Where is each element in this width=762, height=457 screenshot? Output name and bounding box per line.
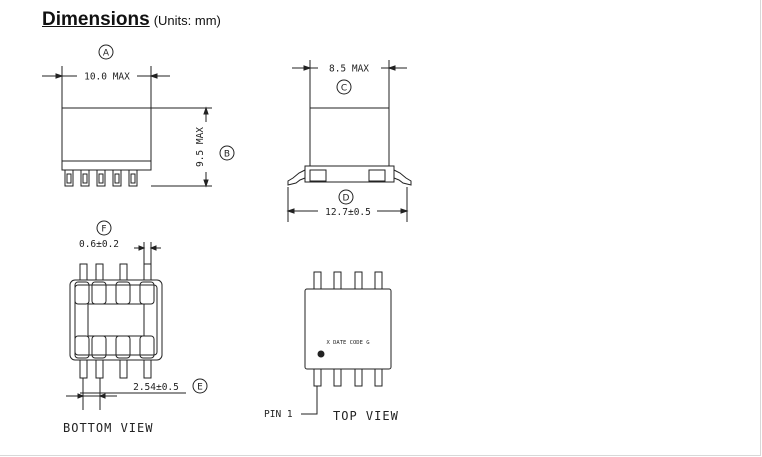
dim-pin-pitch: 2.54±0.5 — [133, 382, 179, 393]
bottom-view — [66, 242, 186, 410]
page-title: Dimensions(Units: mm) — [42, 9, 221, 31]
pin1-dot — [317, 350, 325, 358]
side-view — [286, 60, 412, 222]
front-view — [42, 66, 212, 188]
title-text: Dimensions — [42, 9, 150, 30]
dim-body-max: 8.5 MAX — [329, 64, 369, 75]
callout-f: F — [101, 225, 106, 235]
marking-text: X DATE CODE G — [326, 340, 369, 346]
callout-b: B — [224, 150, 230, 160]
bottom-view-lower-pins — [79, 359, 152, 379]
dim-pin-width: 0.6±0.2 — [79, 239, 119, 250]
dim-height-max: 9.5 MAX — [195, 127, 206, 167]
callout-e: E — [197, 383, 203, 393]
callout-d: D — [343, 194, 350, 204]
top-view — [301, 271, 392, 415]
dim-width-max: 10.0 MAX — [84, 72, 130, 83]
bottom-view-upper-pins — [79, 263, 152, 281]
bottom-view-label: BOTTOM VIEW — [63, 421, 153, 435]
callout-c: C — [341, 84, 347, 94]
units-note: (Units: mm) — [153, 13, 221, 28]
dim-overall: 12.7±0.5 — [325, 207, 371, 218]
callout-a: A — [103, 49, 110, 59]
pin1-label: PIN 1 — [264, 409, 293, 420]
top-view-label: TOP VIEW — [333, 409, 399, 423]
front-pins — [64, 169, 138, 187]
